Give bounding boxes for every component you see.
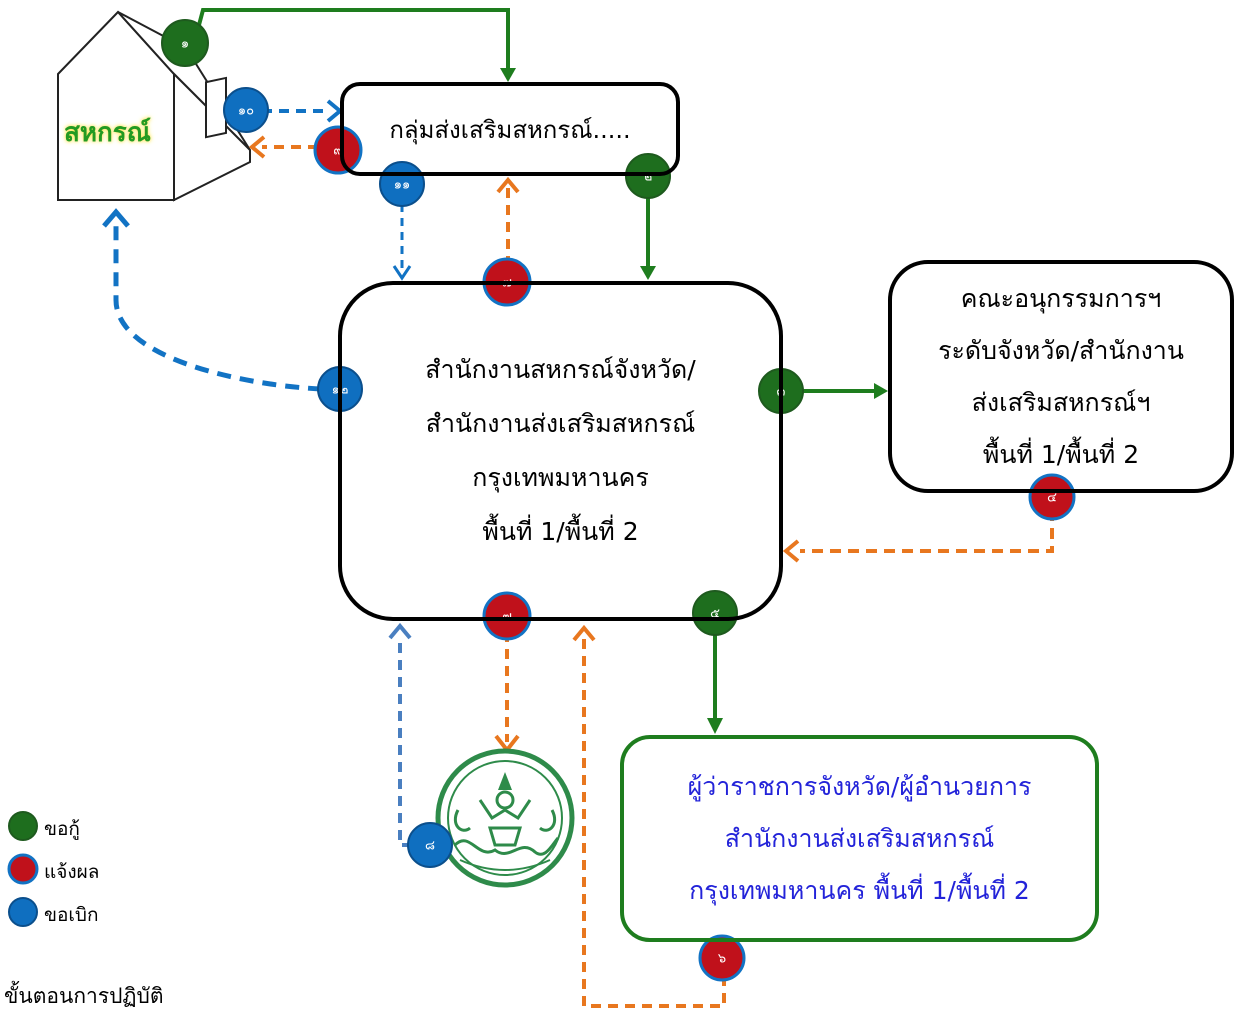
svg-text:๒: ๒ xyxy=(644,170,653,185)
cooperative-house-icon xyxy=(57,10,251,202)
legend-label-disburse: ขอเบิก xyxy=(44,904,99,926)
committee-line-1: คณะอนุกรรมการฯ xyxy=(960,283,1162,313)
svg-text:๕: ๕ xyxy=(710,607,720,622)
svg-text:๑๐: ๑๐ xyxy=(238,104,254,119)
arrow-4-committee-to-office xyxy=(800,510,1054,553)
svg-text:๖: ๖ xyxy=(718,952,726,967)
svg-text:๔: ๔ xyxy=(1047,491,1057,506)
arrowhead-2 xyxy=(640,266,656,280)
svg-text:๑: ๑ xyxy=(181,37,189,52)
arrow-1-coop-to-group xyxy=(193,8,510,70)
legend-label-loan: ขอกู้ xyxy=(44,818,80,840)
promotion-group-box: กลุ่มส่งเสริมสหกรณ์..... xyxy=(340,82,680,176)
arrowhead-10 xyxy=(326,99,344,123)
badge-1: ๑ xyxy=(161,19,209,67)
legend-dot-disburse xyxy=(8,897,38,927)
cooperative-label: สหกรณ์ xyxy=(64,118,151,148)
group-line-1: กลุ่มส่งเสริมสหกรณ์..... xyxy=(389,115,631,144)
legend-dot-loan xyxy=(8,811,38,841)
committee-line-4: พื้นที่ 1/พื้นที่ 2 xyxy=(982,439,1140,469)
committee-line-3: ส่งเสริมสหกรณ์ฯ xyxy=(971,387,1151,417)
arrowhead-12 xyxy=(102,208,130,228)
badge-2: ๒ xyxy=(625,153,671,199)
office-line-1: สำนักงานสหกรณ์จังหวัด/ xyxy=(425,355,696,384)
arrowhead-3 xyxy=(874,383,888,399)
governor-line-1: ผู้ว่าราชการจังหวัด/ผู้อำนวยการ xyxy=(687,771,1032,801)
legend-label-notify: แจ้งผล xyxy=(44,861,100,883)
badge-4: ๔ xyxy=(1028,473,1076,521)
badge-8: ๘ xyxy=(407,822,453,868)
svg-text:๑๑: ๑๑ xyxy=(394,178,411,193)
arrowhead-5 xyxy=(707,718,723,734)
arrow-8-department-to-office xyxy=(398,636,412,847)
procedure-caption: ขั้นตอนการปฏิบัติ xyxy=(4,984,164,1008)
governor-line-2: สำนักงานส่งเสริมสหกรณ์ xyxy=(724,823,995,853)
arrowhead-7-up xyxy=(496,176,520,194)
arrowhead-8 xyxy=(388,622,412,640)
arrowhead-6 xyxy=(572,624,596,642)
office-line-2: สำนักงานส่งเสริมสหกรณ์ xyxy=(425,409,696,438)
arrowhead-11 xyxy=(392,265,412,281)
governor-director-box: ผู้ว่าราชการจังหวัด/ผู้อำนวยการ สำนักงาน… xyxy=(620,735,1099,942)
arrow-12-office-to-coop xyxy=(113,222,323,392)
office-line-4: พื้นที่ 1/พื้นที่ 2 xyxy=(482,517,639,546)
committee-line-2: ระดับจังหวัด/สำนักงาน xyxy=(938,335,1184,365)
subcommittee-box: คณะอนุกรรมการฯ ระดับจังหวัด/สำนักงาน ส่ง… xyxy=(888,260,1234,493)
provincial-office-box: สำนักงานสหกรณ์จังหวัด/ สำนักงานส่งเสริมส… xyxy=(338,281,783,621)
badge-6: ๖ xyxy=(698,934,746,982)
arrowhead-9 xyxy=(248,135,266,159)
legend-dot-notify xyxy=(7,853,39,885)
governor-line-3: กรุงเทพมหานคร พื้นที่ 1/พื้นที่ 2 xyxy=(689,875,1030,905)
office-line-3: กรุงเทพมหานคร xyxy=(472,463,649,492)
svg-text:๘: ๘ xyxy=(425,839,435,854)
department-seal-icon xyxy=(435,748,575,888)
svg-text:๙: ๙ xyxy=(333,144,343,159)
arrowhead-4 xyxy=(782,539,800,563)
badge-10: ๑๐ xyxy=(223,87,269,133)
arrowhead-1 xyxy=(500,68,516,82)
